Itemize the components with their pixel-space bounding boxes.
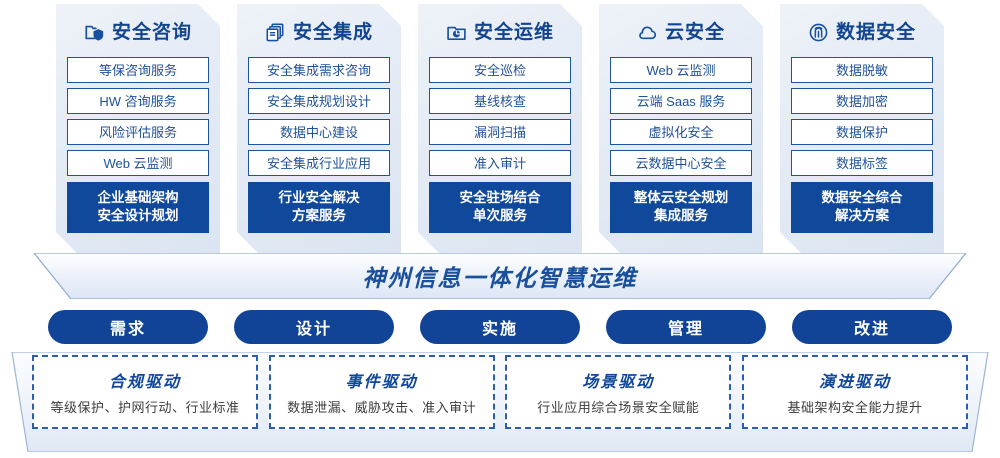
panel-title: 安全咨询 [111,21,192,43]
folder-shield-icon [84,22,105,43]
panel-item[interactable]: 基线核查 [429,88,571,114]
panel-cloud-security[interactable]: 云安全 Web 云监测 云端 Saas 服务 虚拟化安全 云数据中心安全 整体云… [599,4,763,254]
cloud-icon [637,22,658,43]
driver-subtitle: 行业应用综合场景安全赋能 [537,400,700,415]
driver-subtitle: 基础架构安全能力提升 [787,400,923,415]
panel-item-list: 安全巡检 基线核查 漏洞扫描 准入审计 [429,57,571,176]
panel-security-consulting[interactable]: 安全咨询 等保咨询服务 HW 咨询服务 风险评估服务 Web 云监测 企业基础架… [56,4,220,254]
panel-footer-line: 企业基础架构 [97,190,179,205]
panel-footer-line: 数据安全综合 [821,190,903,205]
panel-footer-line: 行业安全解决 [278,190,360,205]
panel-item[interactable]: 数据保护 [791,119,933,145]
pill-design[interactable]: 设计 [234,310,394,344]
driver-scenario[interactable]: 场景驱动 行业应用综合场景安全赋能 [505,355,732,429]
panel-item[interactable]: 安全集成行业应用 [248,150,390,176]
driver-title: 演进驱动 [818,374,891,391]
panel-item[interactable]: HW 咨询服务 [67,88,209,114]
panel-header: 安全咨询 [67,14,209,50]
panel-footer-highlight[interactable]: 安全驻场结合 单次服务 [429,182,571,233]
panel-item[interactable]: 数据加密 [791,88,933,114]
panel-footer-highlight[interactable]: 行业安全解决 方案服务 [248,182,390,233]
driver-evolution[interactable]: 演进驱动 基础架构安全能力提升 [741,355,968,429]
panel-footer-line: 单次服务 [473,208,527,224]
panel-footer-line: 安全设计规划 [97,208,179,224]
panel-item-list: 等保咨询服务 HW 咨询服务 风险评估服务 Web 云监测 [67,57,209,176]
panel-item[interactable]: Web 云监测 [610,57,752,83]
panel-footer-line: 集成服务 [654,208,708,224]
panel-footer-line: 解决方案 [835,208,889,224]
panel-title: 数据安全 [835,21,916,43]
panel-item[interactable]: 等保咨询服务 [67,57,209,83]
lifecycle-pills: 需求 设计 实施 管理 改进 [0,310,1000,344]
panel-item-list: Web 云监测 云端 Saas 服务 虚拟化安全 云数据中心安全 [610,57,752,176]
panel-security-operations[interactable]: 安全运维 安全巡检 基线核查 漏洞扫描 准入审计 安全驻场结合 单次服务 [418,4,582,254]
driver-title: 事件驱动 [345,374,418,391]
panel-item[interactable]: 云数据中心安全 [610,150,752,176]
panel-footer-highlight[interactable]: 企业基础架构 安全设计规划 [67,182,209,233]
panel-item[interactable]: 云端 Saas 服务 [610,88,752,114]
panel-item[interactable]: 漏洞扫描 [429,119,571,145]
panel-title: 安全集成 [292,21,373,43]
panel-footer-highlight[interactable]: 整体云安全规划 集成服务 [610,182,752,233]
panel-title: 安全运维 [473,21,554,43]
capability-panels: 安全咨询 等保咨询服务 HW 咨询服务 风险评估服务 Web 云监测 企业基础架… [0,4,1000,254]
panel-item-list: 安全集成需求咨询 安全集成规划设计 数据中心建设 安全集成行业应用 [248,57,390,176]
panel-header: 安全运维 [429,14,571,50]
panel-item[interactable]: 准入审计 [429,150,571,176]
pill-improvement[interactable]: 改进 [792,310,952,344]
platform-banner-title: 神州信息一体化智慧运维 [362,265,638,291]
panel-item[interactable]: 数据标签 [791,150,933,176]
panel-security-integration[interactable]: 安全集成 安全集成需求咨询 安全集成规划设计 数据中心建设 安全集成行业应用 行… [237,4,401,254]
panel-data-security[interactable]: 数据安全 数据脱敏 数据加密 数据保护 数据标签 数据安全综合 解决方案 [780,4,944,254]
panel-header: 安全集成 [248,14,390,50]
panel-item[interactable]: 安全集成规划设计 [248,88,390,114]
monitor-chart-icon [446,22,467,43]
pill-requirement[interactable]: 需求 [48,310,208,344]
panel-item[interactable]: 虚拟化安全 [610,119,752,145]
panel-footer-highlight[interactable]: 数据安全综合 解决方案 [791,182,933,233]
driver-title: 场景驱动 [582,374,655,391]
panel-item[interactable]: 风险评估服务 [67,119,209,145]
driver-subtitle: 数据泄漏、威胁攻击、准入审计 [287,400,477,415]
fingerprint-icon [808,22,829,43]
panel-footer-line: 安全驻场结合 [459,190,541,205]
driver-title: 合规驱动 [108,374,181,391]
panel-item[interactable]: 安全巡检 [429,57,571,83]
panel-item[interactable]: Web 云监测 [67,150,209,176]
driver-compliance[interactable]: 合规驱动 等级保护、护网行动、行业标准 [32,355,258,429]
pill-management[interactable]: 管理 [606,310,766,344]
platform-banner: 神州信息一体化智慧运维 [34,253,966,299]
panel-item[interactable]: 安全集成需求咨询 [248,57,390,83]
panel-footer-line: 整体云安全规划 [633,190,729,205]
driver-subtitle: 等级保护、护网行动、行业标准 [50,400,240,415]
panel-item[interactable]: 数据中心建设 [248,119,390,145]
panel-title: 云安全 [664,21,725,43]
panel-item[interactable]: 数据脱敏 [791,57,933,83]
drivers-row: 合规驱动 等级保护、护网行动、行业标准 事件驱动 数据泄漏、威胁攻击、准入审计 … [0,355,1000,445]
panel-header: 云安全 [610,14,752,50]
panel-item-list: 数据脱敏 数据加密 数据保护 数据标签 [791,57,933,176]
driver-incident[interactable]: 事件驱动 数据泄漏、威胁攻击、准入审计 [268,355,495,429]
pill-implementation[interactable]: 实施 [420,310,580,344]
panel-footer-line: 方案服务 [292,208,346,224]
stacked-documents-icon [265,22,286,43]
panel-header: 数据安全 [791,14,933,50]
